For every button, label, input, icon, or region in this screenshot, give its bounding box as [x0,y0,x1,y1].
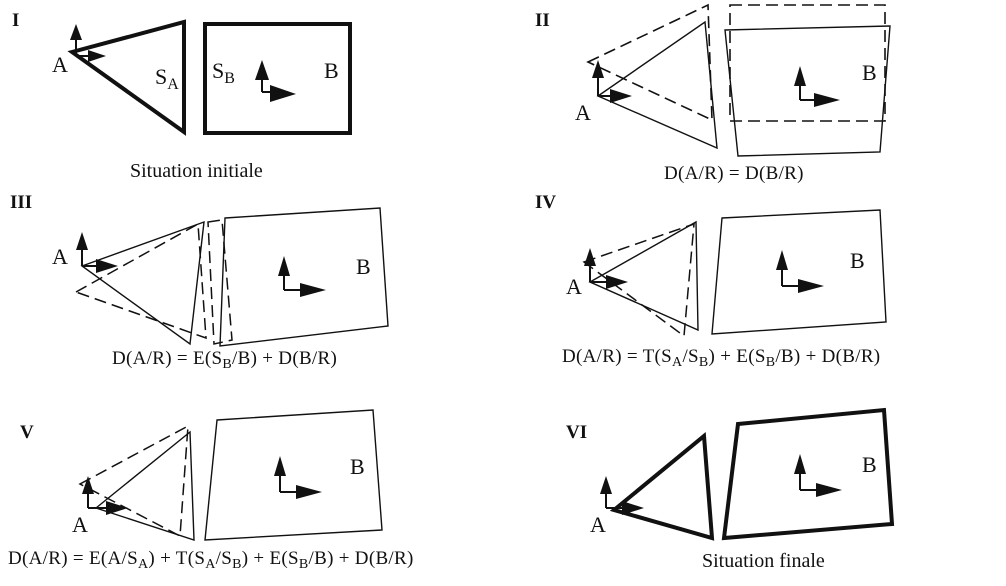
panel-III-label-b: B [356,254,371,279]
panel-III-frame-b-icon [278,256,326,297]
panel-III-triangle [80,220,205,346]
panel-VI-caption: Situation finale [702,550,825,572]
panel-III-shapes [74,207,389,347]
panel-II-triangle [596,20,718,150]
panel-I-triangle-sa [67,19,186,136]
panel-II-label-b: B [862,60,877,85]
panel-I-caption: Situation initiale [130,160,263,182]
panel-I-frame-b-icon [255,60,296,102]
panel-IV-triangle [588,220,699,332]
panel-V-rect [204,409,383,541]
panel-IV-formula: D(A/R) = T(SA/SB) + E(SB/B) + D(B/R) [562,346,881,370]
panel-II-frame-b-icon [794,66,840,107]
panel-VI-shapes [600,407,895,541]
panel-VI-label-b: B [862,452,877,477]
panel-III-label-a: A [52,244,68,269]
panel-III-frame-a-icon [76,232,118,273]
panel-II-rect [724,25,891,157]
panel-VI-label-a: A [590,512,606,537]
panel-III-triangle-dashed [74,222,207,340]
panel-IV-roman: IV [535,192,557,213]
panel-VI-rect [721,407,895,541]
panel-IV-label-a: A [566,274,582,299]
panel-V-triangle-dashed [78,424,189,538]
panel-I-label-sa: SA [155,64,179,93]
panel-II-rect-dashed [729,4,886,122]
panel-II-triangle-dashed [586,3,713,122]
panel-V-frame-a-icon [82,476,128,515]
panel-II-frame-a-icon [592,60,632,103]
panel-III-formula: D(A/R) = E(SB/B) + D(B/R) [112,348,338,372]
panel-II-label-a: A [575,100,591,125]
panel-IV-label-b: B [850,248,865,273]
panel-V-formula: D(A/R) = E(A/SA) + T(SA/SB) + E(SB/B) + … [8,548,414,572]
panel-II-formula: D(A/R) = D(B/R) [664,163,804,184]
panel-V-shapes [78,409,383,541]
panel-III-rect-dashed [207,219,233,345]
panel-I-rect-sb [203,22,352,135]
panel-II-roman: II [535,10,550,31]
panel-VI-triangle [609,432,715,541]
panel-V-label-a: A [72,512,88,537]
panel-I-label-sb: SB [212,58,235,87]
panel-II-shapes [586,3,891,157]
panel-III-rect [219,207,389,347]
panel-IV-triangle-dashed [582,222,695,338]
panel-V-label-b: B [350,454,365,479]
panel-III-roman: III [10,192,33,213]
panel-I-shapes [67,19,352,136]
panel-I-label-b: B [324,58,339,83]
panel-IV-frame-b-icon [776,250,824,293]
panel-I-roman: I [12,10,20,31]
panel-V-triangle [94,430,195,541]
panel-I-label-a: A [52,52,68,77]
panel-V-frame-b-icon [274,456,322,499]
panel-VI-frame-a-icon [600,476,644,515]
panel-I-frame-a-icon [70,24,106,62]
panel-VI-roman: VI [566,422,588,443]
panel-IV-shapes [582,209,887,338]
panel-IV-rect [711,209,887,335]
panel-IV-frame-a-icon [584,248,628,289]
panel-VI-frame-b-icon [794,454,842,497]
panel-V-roman: V [20,422,34,443]
